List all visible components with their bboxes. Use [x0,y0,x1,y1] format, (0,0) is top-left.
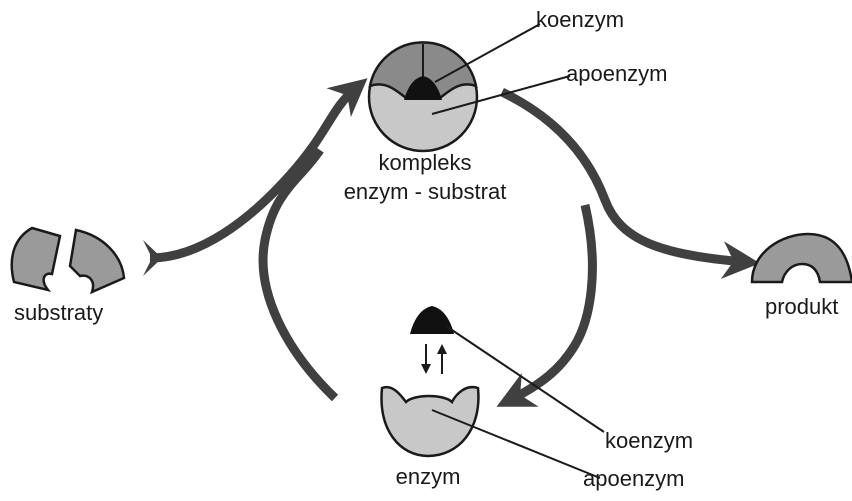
substrate-left-piece [12,228,60,290]
enzyme-apoenzyme-piece [382,387,479,456]
label-substrates: substraty [14,302,103,324]
label-enzyme: enzym [396,466,461,488]
arrow-substrates-to-complex [143,88,356,276]
arrow-complex-to-product [502,92,745,262]
enzyme-group [382,306,479,456]
label-bottom-coenzyme: koenzym [605,430,693,452]
label-complex-line1: kompleks [379,152,472,174]
enzyme-coenzyme-piece [410,306,454,334]
label-product: produkt [765,296,838,318]
label-complex-line2: enzym - substrat [344,181,507,203]
label-top-coenzyme: koenzym [536,9,624,31]
label-top-apoenzyme: apoenzym [566,63,668,85]
enzyme-substrate-complex [369,42,477,151]
label-bottom-apoenzyme: apoenzym [583,468,685,490]
arrow-tail-fork [143,240,162,276]
substrate-icons [12,228,124,292]
substrate-right-piece [70,230,124,292]
product-piece [752,234,852,282]
arrow-complex-to-enzyme-arc [510,205,592,400]
